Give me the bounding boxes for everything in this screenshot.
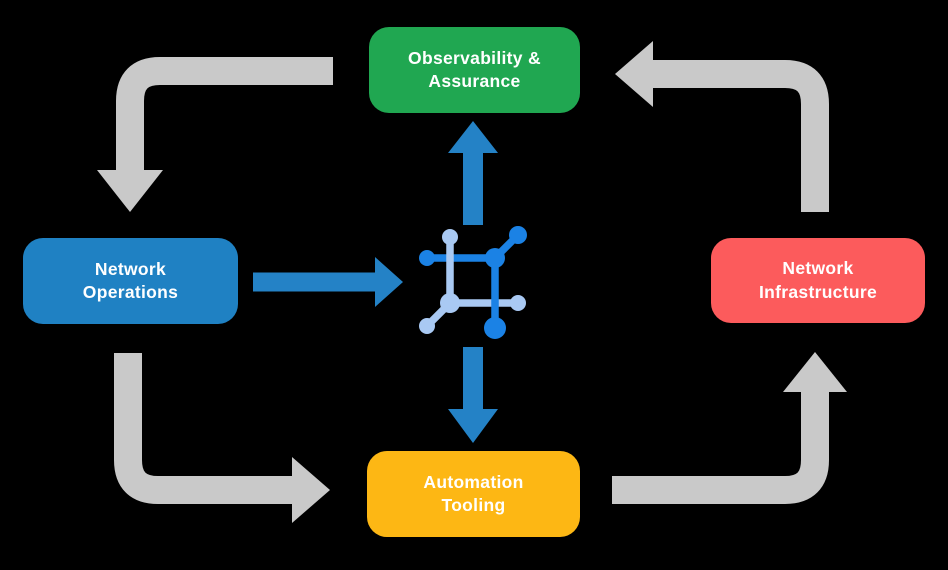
arrow-operations-to-automation-head (292, 457, 330, 523)
node-network-operations: Network Operations (23, 238, 238, 324)
arrow-operations-to-automation (114, 353, 330, 523)
arrow-automation-to-infrastructure-head (783, 352, 847, 392)
mesh-bottomleft-junction (440, 293, 460, 313)
mesh-bottom-node (484, 317, 506, 339)
node-automation-label: Automation Tooling (423, 471, 524, 515)
arrow-infrastructure-to-observability (615, 41, 829, 212)
arrow-infrastructure-to-observability-head (615, 41, 653, 107)
node-automation-tooling: Automation Tooling (367, 451, 580, 537)
arrow-infrastructure-to-observability-shaft (653, 60, 829, 212)
mesh-lowerleft-node (419, 318, 435, 334)
node-observability-label: Observability & Assurance (408, 47, 541, 91)
node-observability-assurance: Observability & Assurance (369, 27, 580, 113)
arrow-operations-to-automation-shaft (114, 353, 292, 504)
arrow-operations-to-center-head (375, 257, 403, 307)
arrow-observability-to-operations-head (97, 170, 163, 212)
mesh-upperright-node (509, 226, 527, 244)
arrow-center-to-observability (448, 121, 498, 225)
mesh-left-node (419, 250, 435, 266)
arrow-center-to-automation-head (448, 409, 498, 443)
mesh-top-node (442, 229, 458, 245)
arrow-center-to-automation (448, 347, 498, 443)
arrow-operations-to-center (253, 257, 403, 307)
arrow-observability-to-operations (97, 57, 333, 212)
network-mesh-icon (419, 226, 527, 339)
mesh-topright-junction (485, 248, 505, 268)
node-network-infrastructure: Network Infrastructure (711, 238, 925, 323)
arrow-center-to-observability-head (448, 121, 498, 153)
node-operations-label: Network Operations (82, 258, 179, 302)
arrow-observability-to-operations-shaft (116, 57, 333, 172)
arrow-automation-to-infrastructure (612, 352, 847, 504)
arrow-automation-to-infrastructure-shaft (612, 390, 829, 504)
node-infrastructure-label: Network Infrastructure (759, 258, 877, 302)
mesh-right-node (510, 295, 526, 311)
